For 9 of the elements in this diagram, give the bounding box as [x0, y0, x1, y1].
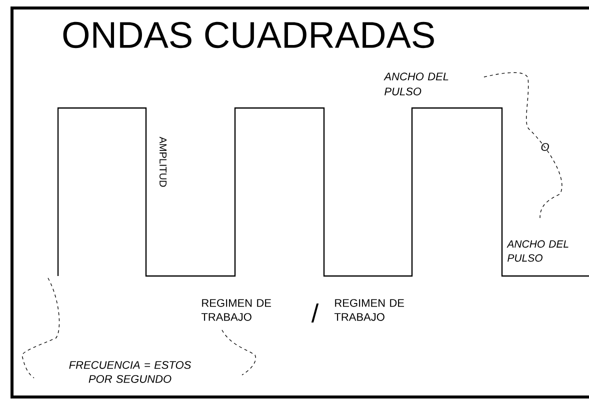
pulse-width-label: ANCHO DEL PULSO: [384, 72, 448, 96]
duty-cycle-label: REGIMEN DE TRABAJO: [334, 299, 404, 321]
pulse-width-label: ANCHO DEL PULSO: [506, 240, 568, 262]
duty-cycle-label: REGIMEN DE TRABAJO: [201, 299, 271, 321]
slash-label: /: [311, 303, 319, 323]
frequency-note: FRECUENCIA = ESTOS POR SEGUNDO: [69, 361, 192, 383]
title: ONDAS CUADRADAS: [63, 22, 434, 48]
amplitude-label: AMPLITUD: [160, 136, 166, 187]
or-label: O: [541, 143, 549, 151]
